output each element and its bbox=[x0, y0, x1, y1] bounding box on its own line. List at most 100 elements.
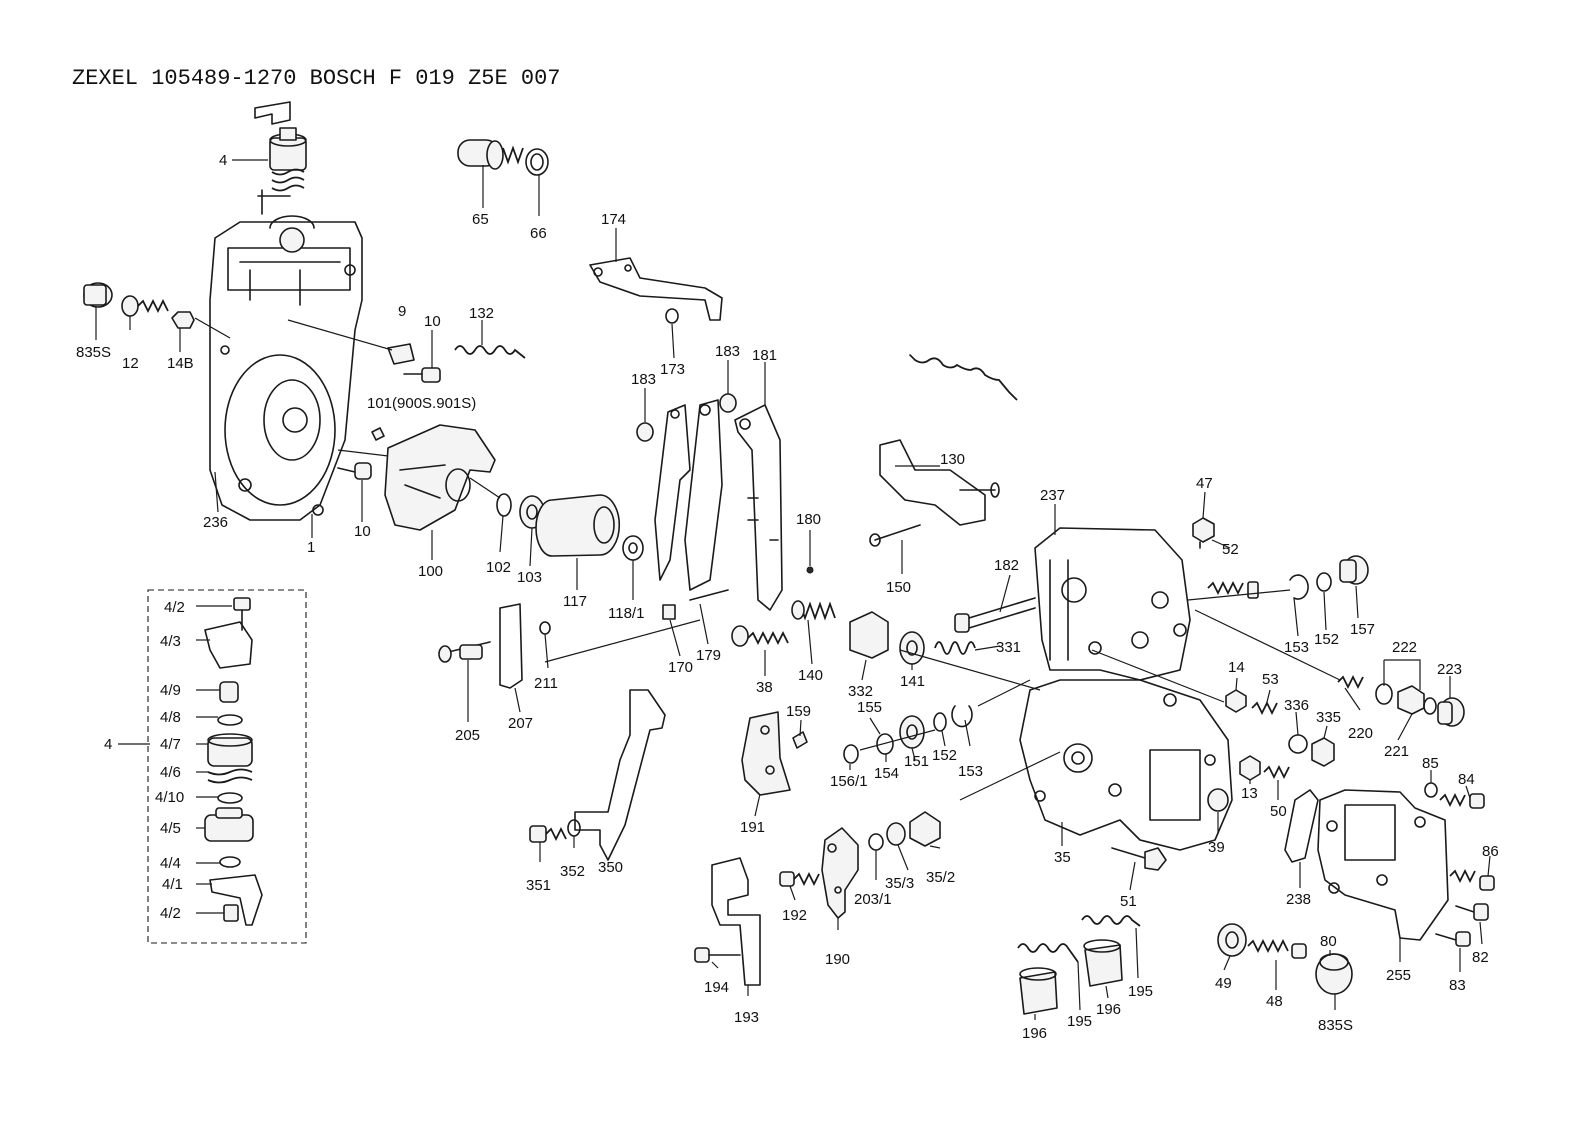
callout: 100 bbox=[418, 563, 443, 580]
part-835s-plug bbox=[83, 282, 113, 308]
part-203-1-washer bbox=[868, 833, 884, 851]
callout: 103 bbox=[517, 569, 542, 586]
callout: 83 bbox=[1449, 977, 1466, 994]
part-85-washer bbox=[1424, 782, 1438, 798]
callout: 350 bbox=[598, 859, 623, 876]
callout: 351 bbox=[526, 877, 551, 894]
callout: 132 bbox=[469, 305, 494, 322]
part-10-bolt-lower bbox=[337, 462, 372, 480]
part-9-bracket bbox=[387, 343, 415, 365]
callout: 159 bbox=[786, 703, 811, 720]
callout: 183 bbox=[631, 371, 656, 388]
callout: 193 bbox=[734, 1009, 759, 1026]
callout: 180 bbox=[796, 511, 821, 528]
callout: 835S bbox=[76, 344, 111, 361]
part-141-ring bbox=[899, 631, 925, 665]
part-332-nut bbox=[849, 611, 889, 659]
callout: 173 bbox=[660, 361, 685, 378]
callout: 179 bbox=[696, 647, 721, 664]
callout: 12 bbox=[122, 355, 139, 372]
part-352-washer bbox=[567, 819, 581, 837]
callout: 335 bbox=[1316, 709, 1341, 726]
inset-callout: 4/1 bbox=[162, 876, 183, 893]
part-84-bolt bbox=[1439, 792, 1485, 809]
callout: 10 bbox=[354, 523, 371, 540]
part-255-cover bbox=[1317, 789, 1449, 941]
callout: 236 bbox=[203, 514, 228, 531]
part-183-bushing-b bbox=[719, 393, 737, 413]
callout: 118/1 bbox=[608, 605, 644, 622]
callout: 155 bbox=[857, 699, 882, 716]
inset-labels: 4/2 4/3 4/9 4/8 4 4/7 4/6 4/10 4/5 4/4 4… bbox=[104, 599, 185, 922]
part-118-1-washer bbox=[622, 535, 644, 561]
callout: 181 bbox=[752, 347, 777, 364]
callout: 196 bbox=[1022, 1025, 1047, 1042]
callout: 154 bbox=[874, 765, 899, 782]
part-223-cap bbox=[1437, 697, 1465, 727]
diagram-title: ZEXEL 105489-1270 BOSCH F 019 Z5E 007 bbox=[72, 66, 560, 91]
callout: 352 bbox=[560, 863, 585, 880]
callout: 35/3 bbox=[885, 875, 914, 892]
callout: 237 bbox=[1040, 487, 1065, 504]
part-156-1-ring bbox=[843, 744, 859, 764]
part-86-bolt bbox=[1449, 868, 1495, 891]
part-lever-assembly bbox=[654, 399, 783, 611]
part-48-screw bbox=[1247, 938, 1289, 954]
part-182-bolt bbox=[954, 597, 1036, 633]
part-66-ring bbox=[525, 148, 549, 176]
callout: 14B bbox=[167, 355, 194, 372]
callout: 156/1 bbox=[830, 773, 868, 790]
part-180-pin bbox=[806, 566, 814, 574]
part-221-nut bbox=[1397, 685, 1425, 715]
part-130-spring bbox=[914, 357, 1018, 401]
callout: 140 bbox=[798, 667, 823, 684]
part-51-bolt bbox=[1111, 847, 1167, 871]
part-237-cover bbox=[1034, 527, 1191, 681]
part-170-block bbox=[662, 604, 676, 620]
callout: 223 bbox=[1437, 661, 1462, 678]
inset-callout: 4/8 bbox=[160, 709, 181, 726]
inset-parts bbox=[204, 597, 263, 926]
part-173-clip bbox=[665, 308, 679, 324]
part-102-ring bbox=[496, 493, 512, 517]
part-38-bolt bbox=[731, 625, 789, 647]
callout: 191 bbox=[740, 819, 765, 836]
callout: 157 bbox=[1350, 621, 1375, 638]
part-132-spring bbox=[454, 345, 526, 359]
callout: 35 bbox=[1054, 849, 1071, 866]
part-drawings bbox=[83, 101, 1495, 1015]
callout: 86 bbox=[1482, 843, 1499, 860]
callout: 85 bbox=[1422, 755, 1439, 772]
callout: 190 bbox=[825, 951, 850, 968]
part-101-key bbox=[371, 427, 385, 441]
part-153-clip-a bbox=[1289, 574, 1309, 600]
callout: 152 bbox=[1314, 631, 1339, 648]
part-193-bracket bbox=[711, 857, 761, 986]
callout: 183 bbox=[715, 343, 740, 360]
part-151-sleeve bbox=[899, 715, 925, 749]
part-150-shaft bbox=[869, 439, 1000, 547]
part-153-clip-b bbox=[951, 705, 973, 728]
part-35-3-ring bbox=[886, 822, 906, 846]
callout: 222 bbox=[1392, 639, 1417, 656]
part-211-clip bbox=[539, 621, 551, 635]
callout: 66 bbox=[530, 225, 547, 242]
callout: 195 bbox=[1128, 983, 1153, 1000]
callout: 205 bbox=[455, 727, 480, 744]
part-53-stud bbox=[1251, 700, 1278, 716]
callout: 192 bbox=[782, 907, 807, 924]
part-140-screw bbox=[791, 600, 836, 621]
part-222-ring bbox=[1375, 683, 1393, 705]
part-195-spring-lower bbox=[1017, 943, 1079, 963]
part-47-screw bbox=[1192, 517, 1215, 549]
callout: 336 bbox=[1284, 697, 1309, 714]
callout: 13 bbox=[1241, 785, 1258, 802]
callout: 82 bbox=[1472, 949, 1489, 966]
inset-callout: 4/7 bbox=[160, 736, 181, 753]
part-50-stud bbox=[1263, 764, 1290, 780]
part-196-sleeve-lower bbox=[1019, 967, 1058, 1015]
inset-callout: 4 bbox=[104, 736, 112, 753]
part-35-body bbox=[1019, 641, 1233, 851]
callout: 211 bbox=[534, 675, 558, 692]
